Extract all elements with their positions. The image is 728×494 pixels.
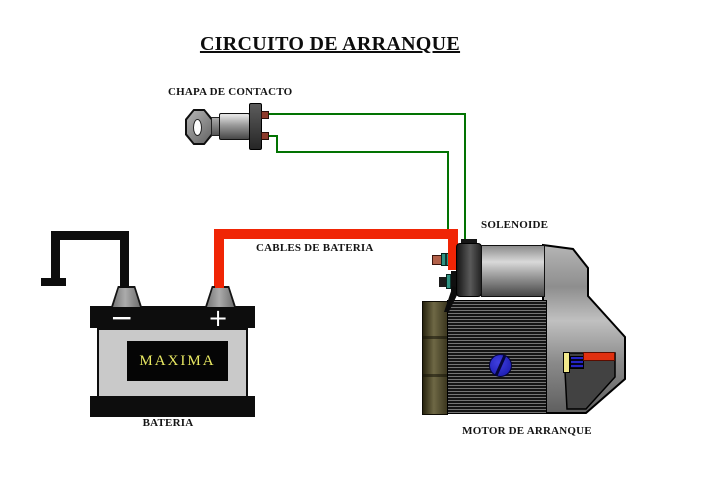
switch-wire-bottom-vertical [447,151,449,231]
battery-bottom-bar [90,396,255,417]
solenoid-terminal-bottom-tip [439,277,447,287]
battery-negative-terminal-face [113,288,140,307]
positive-cable-lug [215,282,224,288]
switch-wire-bottom-horizontal [276,151,449,153]
solenoid-cap [456,243,482,297]
ground-cable-horizontal [51,231,129,240]
ground-cable-lug [120,282,129,288]
battery-brand-text: MAXIMA [139,352,216,369]
battery-positive-terminal-face [207,288,234,307]
ignition-key-hole [193,119,202,136]
label-battery: BATERIA [142,417,194,429]
positive-cable-horizontal [214,229,458,239]
switch-wire-bottom-drop [276,135,278,153]
ground-cable-left-drop [51,231,60,279]
motor-end-cap-seam [423,374,447,377]
positive-cable-solenoid-drop [448,229,458,270]
battery-positive-sign: + [208,304,229,332]
page-title: CIRCUITO DE ARRANQUE [199,33,461,55]
motor-end-cap-seam [423,336,447,339]
ground-cable-battery-drop [120,231,129,288]
pinion-shaft [563,352,570,373]
ignition-switch-cylinder [219,113,250,140]
pinion-gear [570,356,584,369]
battery-negative-sign: − [110,301,134,334]
ignition-switch-terminal-top [261,111,269,119]
label-solenoid: SOLENOIDE [481,219,549,231]
battery-positive-terminal [205,286,236,307]
solenoid-terminal-bottom-nut [451,271,459,291]
label-battery-cables: CABLES DE BATERIA [256,242,374,254]
ignition-switch-flange [249,103,262,150]
label-starter-motor: MOTOR DE ARRANQUE [462,425,592,437]
label-ignition-switch: CHAPA DE CONTACTO [168,86,293,98]
battery-brand-plate: MAXIMA [127,341,228,381]
switch-wire-top-vertical [464,113,466,246]
positive-cable-battery-drop [214,229,224,289]
switch-wire-top-horizontal [268,113,466,115]
solenoid-cylinder [481,245,545,297]
drive-lever-bar [583,352,615,361]
battery-top-bar [90,306,255,328]
motor-end-cap [422,301,448,415]
ignition-switch-terminal-bottom [261,132,269,140]
ground-symbol [41,278,66,286]
switch-wire-bottom-stub [268,135,278,137]
motor-drive-housing-svg [542,243,626,414]
motor-drive-housing [540,240,630,418]
battery-negative-terminal [111,286,142,307]
